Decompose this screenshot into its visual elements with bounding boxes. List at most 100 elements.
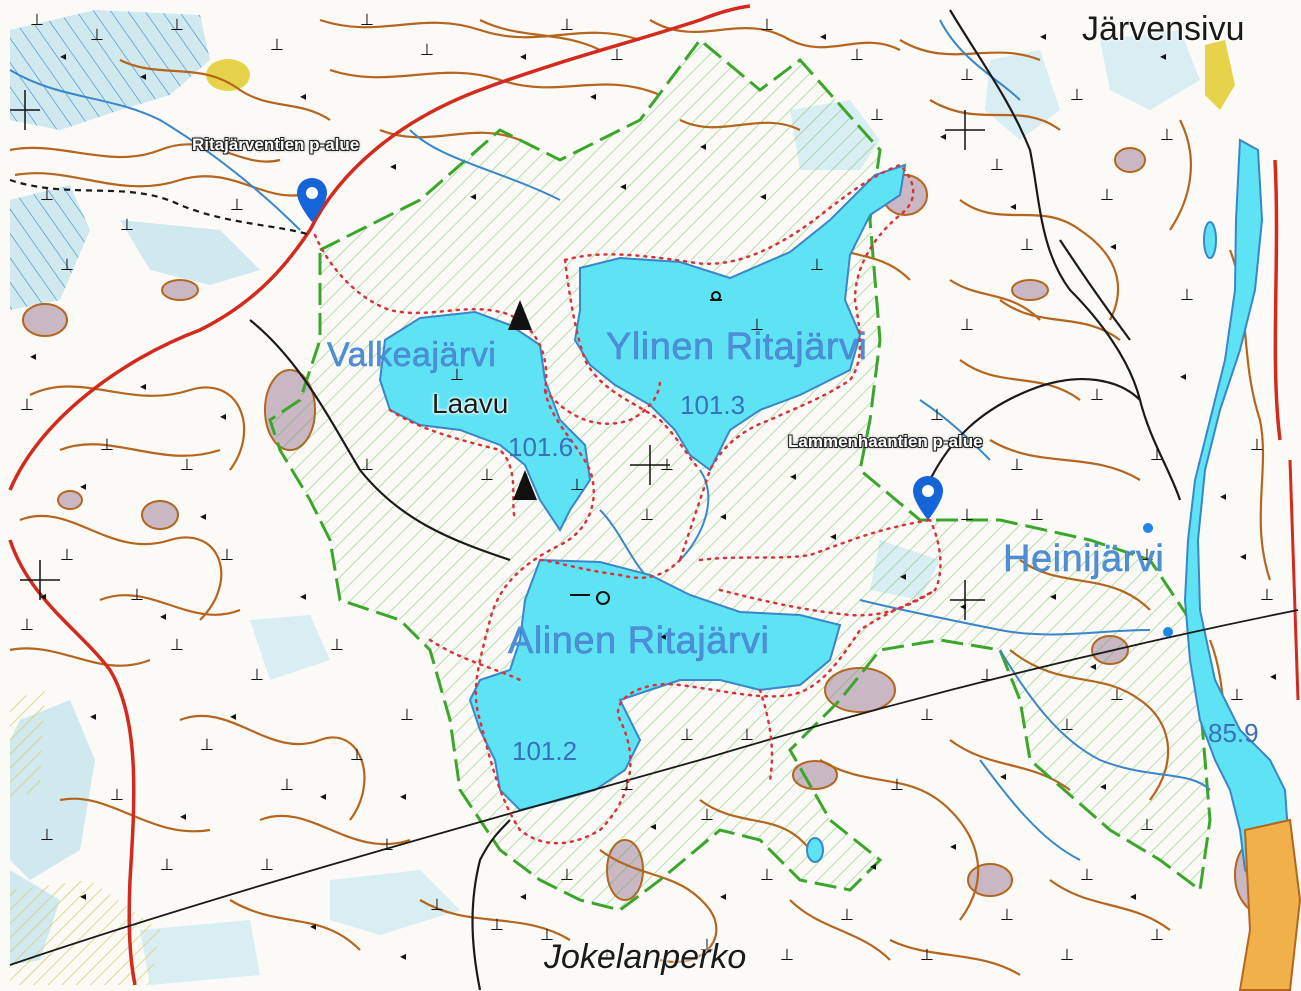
svg-text:◂: ◂ — [40, 589, 46, 603]
svg-text:◂: ◂ — [390, 159, 396, 173]
svg-text:⊥: ⊥ — [920, 945, 934, 964]
svg-text:⊥: ⊥ — [1030, 505, 1044, 524]
svg-text:⊥: ⊥ — [780, 945, 794, 964]
svg-text:⊥: ⊥ — [120, 215, 134, 234]
svg-text:◂: ◂ — [520, 49, 526, 63]
parking-label-ritajarventie: Ritajärventien p-alue — [192, 135, 360, 154]
svg-text:⊥: ⊥ — [1100, 185, 1114, 204]
lake-elevation-ylinen: 101.3 — [680, 390, 746, 420]
place-label-laavu: Laavu — [432, 388, 509, 419]
svg-text:⊥: ⊥ — [920, 705, 934, 724]
svg-text:◂: ◂ — [590, 89, 596, 103]
svg-text:⊥: ⊥ — [570, 475, 584, 494]
svg-text:◂: ◂ — [160, 609, 166, 623]
svg-text:◂: ◂ — [80, 479, 86, 493]
svg-text:⊥: ⊥ — [360, 455, 374, 474]
svg-text:◂: ◂ — [760, 189, 766, 203]
svg-text:⊥: ⊥ — [750, 315, 764, 334]
svg-text:⊥: ⊥ — [350, 745, 364, 764]
svg-text:⊥: ⊥ — [450, 365, 464, 384]
svg-text:◂: ◂ — [400, 789, 406, 803]
svg-text:⊥: ⊥ — [230, 195, 244, 214]
svg-text:⊥: ⊥ — [20, 615, 34, 634]
svg-text:◂: ◂ — [60, 49, 66, 63]
svg-text:◂: ◂ — [950, 839, 956, 853]
spring-dot — [1163, 627, 1173, 637]
svg-text:◂: ◂ — [620, 179, 626, 193]
svg-text:⊥: ⊥ — [760, 15, 774, 34]
svg-text:◂: ◂ — [1040, 29, 1046, 43]
parking-label-lammenhaantie: Lammenhaantien p-alue — [788, 432, 983, 451]
svg-text:◂: ◂ — [1240, 549, 1246, 563]
lake-label-ylinen: Ylinen Ritajärvi — [606, 326, 868, 368]
svg-text:⊥: ⊥ — [760, 865, 774, 884]
svg-text:◂: ◂ — [820, 29, 826, 43]
svg-text:⊥: ⊥ — [680, 725, 694, 744]
svg-text:◂: ◂ — [200, 509, 206, 523]
svg-text:◂: ◂ — [700, 139, 706, 153]
svg-text:⊥: ⊥ — [1060, 945, 1074, 964]
map-pin-icon[interactable] — [294, 176, 330, 224]
svg-text:⊥: ⊥ — [400, 705, 414, 724]
svg-text:⊥: ⊥ — [610, 45, 624, 64]
svg-text:⊥: ⊥ — [1020, 235, 1034, 254]
svg-text:⊥: ⊥ — [430, 895, 444, 914]
svg-text:⊥: ⊥ — [60, 545, 74, 564]
svg-text:⊥: ⊥ — [130, 585, 144, 604]
svg-text:◂: ◂ — [1130, 889, 1136, 903]
svg-text:◂: ◂ — [320, 789, 326, 803]
svg-text:⊥: ⊥ — [40, 185, 54, 204]
svg-text:⊥: ⊥ — [220, 545, 234, 564]
svg-text:◂: ◂ — [230, 709, 236, 723]
svg-text:⊥: ⊥ — [1150, 445, 1164, 464]
svg-text:⊥: ⊥ — [480, 465, 494, 484]
svg-text:⊥: ⊥ — [1160, 125, 1174, 144]
svg-text:⊥: ⊥ — [160, 855, 174, 874]
svg-text:⊥: ⊥ — [1070, 85, 1084, 104]
lake-elevation-heinijarvi: 85.9 — [1208, 718, 1259, 748]
svg-text:◂: ◂ — [720, 889, 726, 903]
svg-text:◂: ◂ — [30, 349, 36, 363]
svg-text:⊥: ⊥ — [360, 10, 374, 29]
svg-text:⊥: ⊥ — [980, 665, 994, 684]
svg-text:◂: ◂ — [1090, 659, 1096, 673]
svg-text:⊥: ⊥ — [700, 805, 714, 824]
svg-text:◂: ◂ — [650, 819, 656, 833]
svg-text:⊥: ⊥ — [170, 15, 184, 34]
map-pin-icon[interactable] — [910, 474, 946, 522]
svg-text:◂: ◂ — [470, 189, 476, 203]
svg-text:⊥: ⊥ — [740, 725, 754, 744]
svg-text:◂: ◂ — [300, 89, 306, 103]
svg-text:◂: ◂ — [940, 129, 946, 143]
svg-text:⊥: ⊥ — [850, 45, 864, 64]
svg-text:⊥: ⊥ — [20, 395, 34, 414]
svg-text:◂: ◂ — [300, 589, 306, 603]
svg-text:⊥: ⊥ — [1230, 685, 1244, 704]
svg-text:◂: ◂ — [1010, 199, 1016, 213]
svg-text:◂: ◂ — [1110, 239, 1116, 253]
svg-text:⊥: ⊥ — [170, 635, 184, 654]
island-icon — [570, 291, 722, 605]
svg-text:◂: ◂ — [1100, 779, 1106, 793]
field-areas — [10, 40, 1235, 985]
svg-text:◂: ◂ — [400, 949, 406, 963]
svg-text:⊥: ⊥ — [1260, 585, 1274, 604]
svg-text:⊥: ⊥ — [620, 775, 634, 794]
svg-text:◂: ◂ — [960, 599, 966, 613]
svg-text:⊥: ⊥ — [1060, 715, 1074, 734]
svg-text:⊥: ⊥ — [30, 10, 44, 29]
lake-elevation-valkea: 101.6 — [508, 432, 574, 462]
svg-text:◂: ◂ — [520, 889, 526, 903]
svg-text:⊥: ⊥ — [380, 835, 394, 854]
svg-text:◂: ◂ — [180, 809, 186, 823]
svg-text:⊥: ⊥ — [1140, 815, 1154, 834]
lake-elevation-alinen: 101.2 — [512, 736, 578, 766]
svg-text:⊥: ⊥ — [200, 735, 214, 754]
svg-text:⊥: ⊥ — [490, 915, 504, 934]
svg-text:◂: ◂ — [90, 709, 96, 723]
svg-text:⊥: ⊥ — [1010, 455, 1024, 474]
svg-text:◂: ◂ — [790, 469, 796, 483]
svg-text:◂: ◂ — [310, 919, 316, 933]
spring-dot — [1143, 523, 1153, 533]
